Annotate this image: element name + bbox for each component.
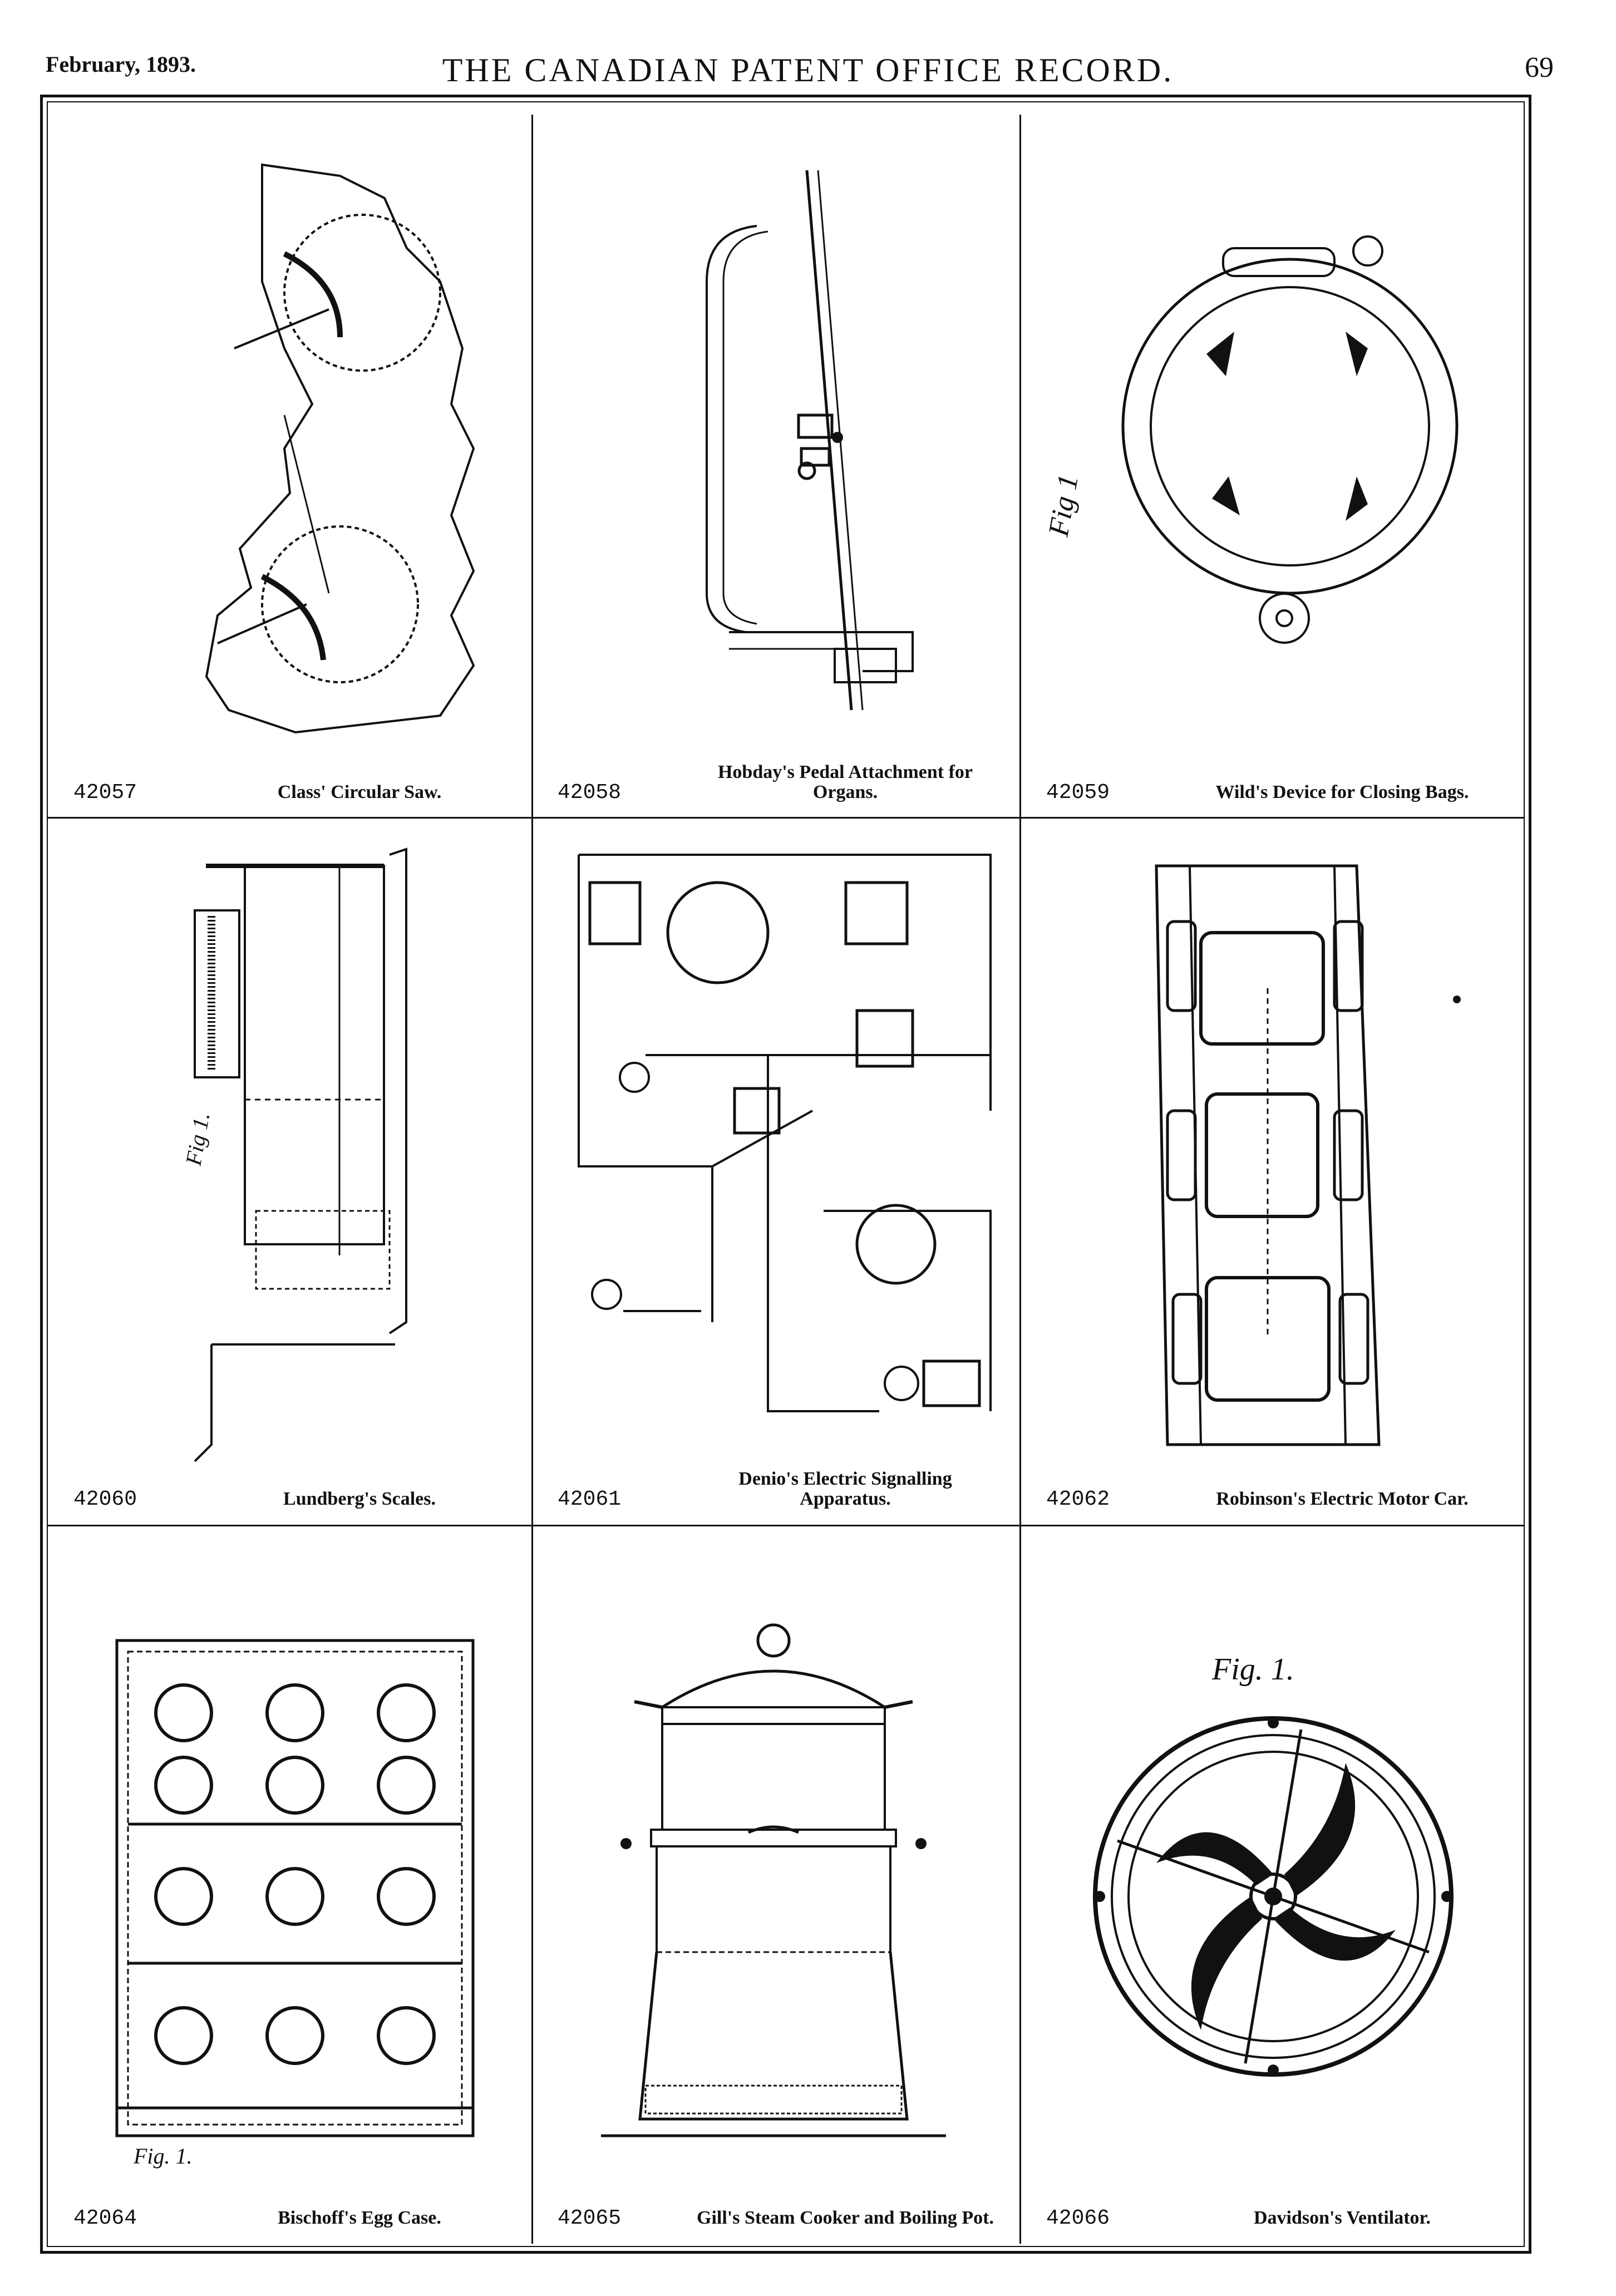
ventilator-fan-drawing-icon: Fig. 1. <box>1023 1529 1523 2186</box>
column-divider <box>1019 115 1021 2244</box>
signalling-circuit-drawing-icon <box>534 821 1017 1467</box>
organ-pedal-drawing-icon <box>534 115 1017 743</box>
patent-cell: 42058 Hobday's Pedal Attachment for Orga… <box>534 115 1017 814</box>
figure-label: Fig 1. <box>180 1111 214 1168</box>
page-frame <box>40 95 1531 2254</box>
patent-title: Robinson's Electric Motor Car. <box>1216 1489 1469 1509</box>
figure-label: Fig. 1. <box>133 2144 193 2169</box>
patent-title: Gill's Steam Cooker and Boiling Pot. <box>697 2208 994 2228</box>
header-date: February, 1893. <box>46 52 196 77</box>
patent-number: 42064 <box>73 2206 137 2230</box>
patent-title: Lundberg's Scales. <box>283 1489 436 1509</box>
patent-cell: 42062 Robinson's Electric Motor Car. <box>1023 821 1523 1521</box>
scales-drawing-icon: Fig 1. <box>50 821 530 1467</box>
page-title: THE CANADIAN PATENT OFFICE RECORD. <box>442 52 1174 88</box>
patent-cell: Fig. 1. 42064 Bischoff's Egg Case. <box>50 1529 530 2241</box>
patent-number: 42060 <box>73 1487 137 1511</box>
row-divider <box>47 1525 1525 1526</box>
patent-number: 42061 <box>558 1487 622 1511</box>
figure-label: Fig. 1. <box>1211 1652 1294 1687</box>
motor-car-drawing-icon <box>1023 821 1523 1467</box>
patent-title: Hobday's Pedal Attachment for Organs. <box>717 762 973 802</box>
patent-title: Wild's Device for Closing Bags. <box>1215 782 1469 802</box>
row-divider <box>47 817 1525 819</box>
patent-number: 42062 <box>1046 1487 1110 1511</box>
patent-cell: Fig. 1. 42066 Davidson's Ventilator. <box>1023 1529 1523 2241</box>
patent-title: Denio's Electric Signalling Apparatus. <box>738 1469 952 1509</box>
patent-number: 42065 <box>558 2206 622 2230</box>
patent-title: Davidson's Ventilator. <box>1253 2208 1431 2228</box>
patent-number: 42058 <box>558 781 622 805</box>
egg-case-drawing-icon: Fig. 1. <box>50 1529 530 2186</box>
patent-cell: 42065 Gill's Steam Cooker and Boiling Po… <box>534 1529 1017 2241</box>
patent-cell: Fig 1 42059 Wild's Device for Closing Ba… <box>1023 115 1523 814</box>
patent-number: 42059 <box>1046 781 1110 805</box>
page-number: 69 <box>1525 52 1554 83</box>
patent-cell: 42061 Denio's Electric Signalling Appara… <box>534 821 1017 1521</box>
steam-cooker-drawing-icon <box>534 1529 1017 2186</box>
column-divider <box>531 115 533 2244</box>
patent-title: Bischoff's Egg Case. <box>278 2208 441 2228</box>
patent-cell: 42057 Class' Circular Saw. <box>50 115 530 814</box>
patent-cell: Fig 1. 42060 Lundberg's Scales. <box>50 821 530 1521</box>
page-frame-inner <box>47 101 1525 2247</box>
circular-saw-drawing-icon <box>50 115 530 755</box>
figure-label: Fig 1 <box>1043 472 1085 539</box>
bag-closing-ring-drawing-icon: Fig 1 <box>1023 115 1523 755</box>
patent-number: 42057 <box>73 781 137 805</box>
patent-number: 42066 <box>1046 2206 1110 2230</box>
patent-title: Class' Circular Saw. <box>277 782 442 802</box>
